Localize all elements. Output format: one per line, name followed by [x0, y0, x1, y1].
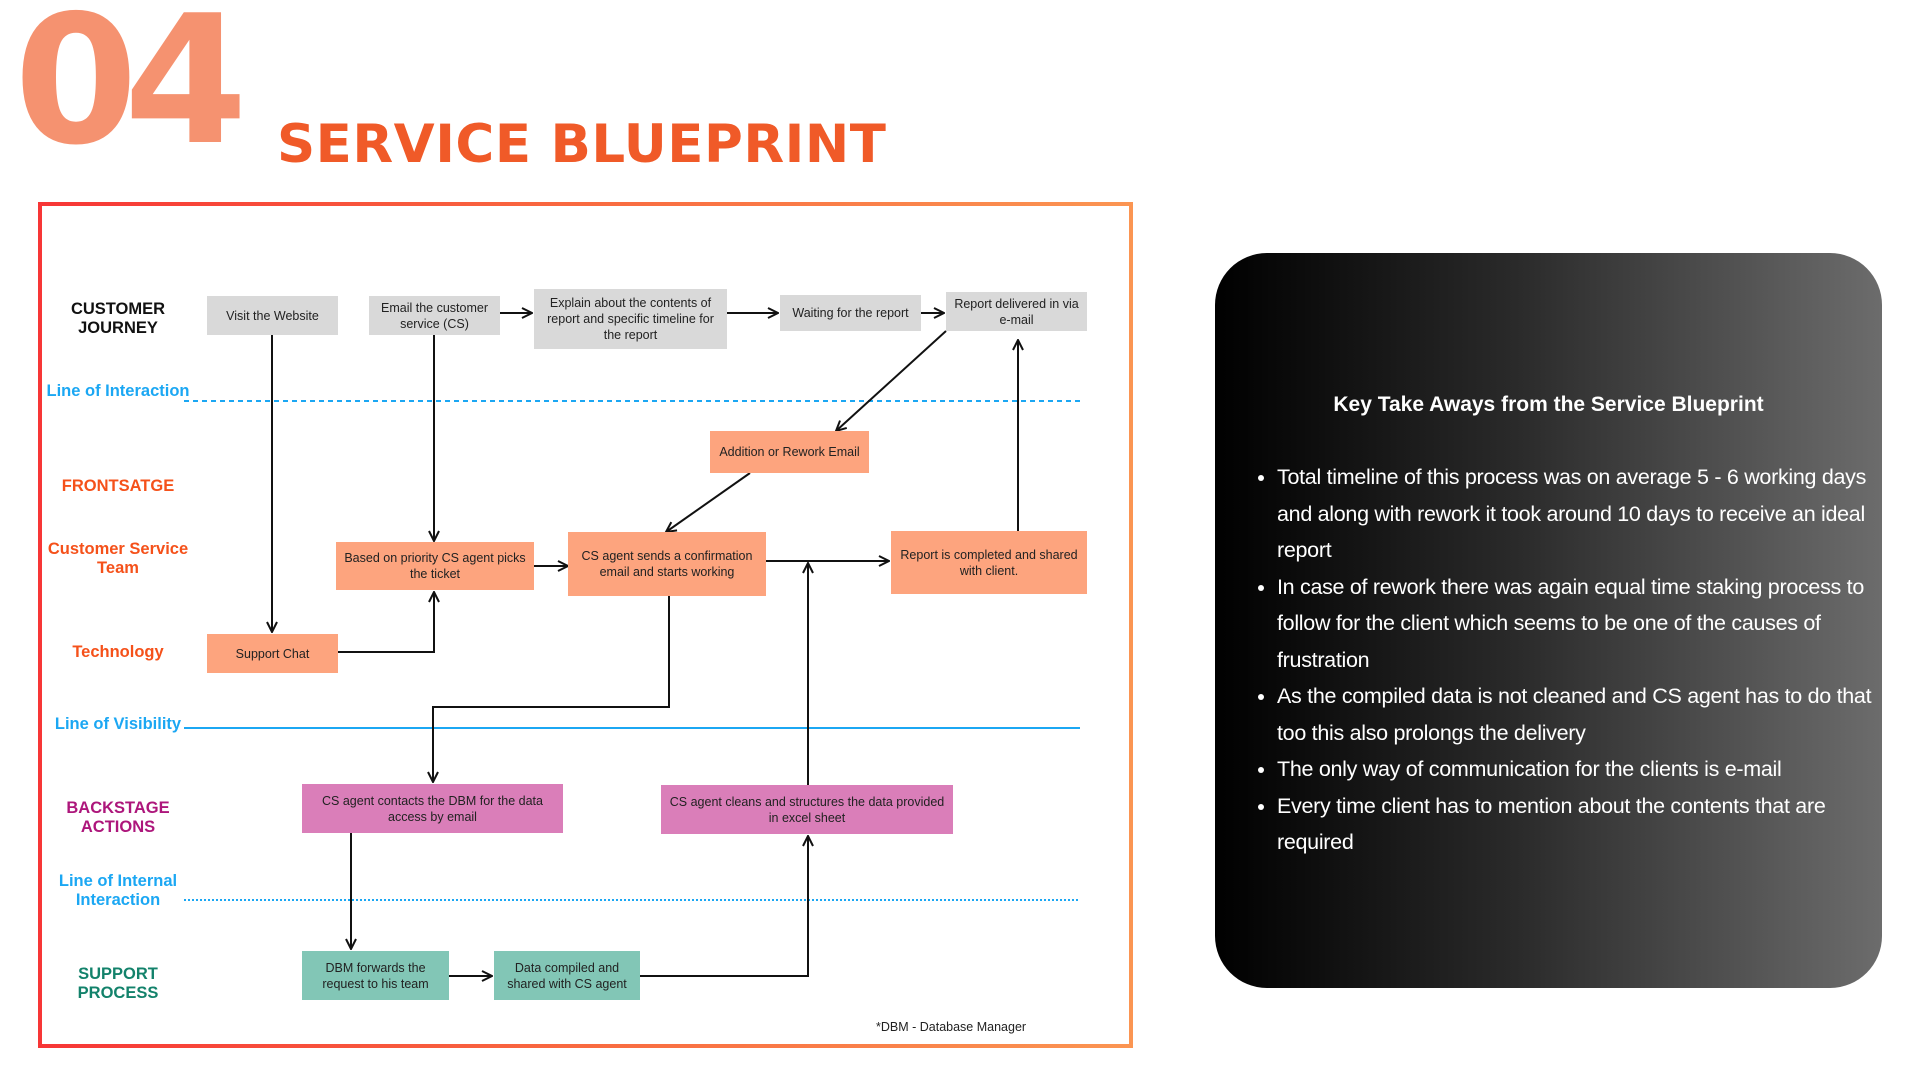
step-data-compiled: Data compiled and shared with CS agent: [494, 951, 640, 1000]
lane-label-line-of-visibility: Line of Visibility: [54, 715, 182, 733]
step-cs-confirmation: CS agent sends a confirmation email and …: [568, 532, 766, 596]
takeaway-item: As the compiled data is not cleaned and …: [1277, 678, 1897, 751]
takeaway-item: Every time client has to mention about t…: [1277, 788, 1897, 861]
step-clean-data: CS agent cleans and structures the data …: [661, 785, 953, 834]
takeaways-list: Total timeline of this process was on av…: [1257, 459, 1897, 861]
footnote: *DBM - Database Manager: [876, 1020, 1027, 1034]
takeaways-title: Key Take Aways from the Service Blueprin…: [1333, 393, 1764, 416]
takeaway-item: Total timeline of this process was on av…: [1277, 459, 1897, 569]
takeaway-item: In case of rework there was again equal …: [1277, 569, 1897, 679]
step-support-chat: Support Chat: [207, 634, 338, 673]
lane-label-technology: Technology: [72, 643, 164, 661]
step-report-completed: Report is completed and shared with clie…: [891, 531, 1087, 594]
step-waiting-report: Waiting for the report: [780, 295, 921, 331]
step-email-cs: Email the customer service (CS): [369, 296, 500, 335]
lane-label-line-of-interaction: Line of Interaction: [46, 382, 190, 400]
step-contact-dbm: CS agent contacts the DBM for the data a…: [302, 784, 563, 833]
page-title: SERVICE BLUEPRINT: [277, 114, 887, 175]
section-number: 04: [14, 0, 248, 184]
step-visit-website: Visit the Website: [207, 296, 338, 335]
step-rework-email: Addition or Rework Email: [710, 431, 869, 473]
lane-label-backstage-actions: BACKSTAGE ACTIONS: [66, 799, 170, 836]
lane-label-line-of-internal-interaction: Line of Internal Interaction: [58, 872, 178, 909]
lane-label-frontstage: FRONTSATGE: [61, 477, 175, 495]
lane-label-customer-journey: CUSTOMER JOURNEY: [70, 300, 166, 337]
step-explain-contents: Explain about the contents of report and…: [534, 289, 727, 349]
step-report-delivered: Report delivered in via e-mail: [946, 292, 1087, 331]
step-priority-pick: Based on priority CS agent picks the tic…: [336, 542, 534, 590]
lane-label-customer-service-team: Customer Service Team: [47, 540, 189, 577]
takeaways-panel: Key Take Aways from the Service Blueprin…: [1215, 253, 1882, 988]
lane-label-support-process: SUPPORT PROCESS: [77, 965, 159, 1002]
step-dbm-forwards: DBM forwards the request to his team: [302, 951, 449, 1000]
takeaway-item: The only way of communication for the cl…: [1277, 751, 1897, 788]
